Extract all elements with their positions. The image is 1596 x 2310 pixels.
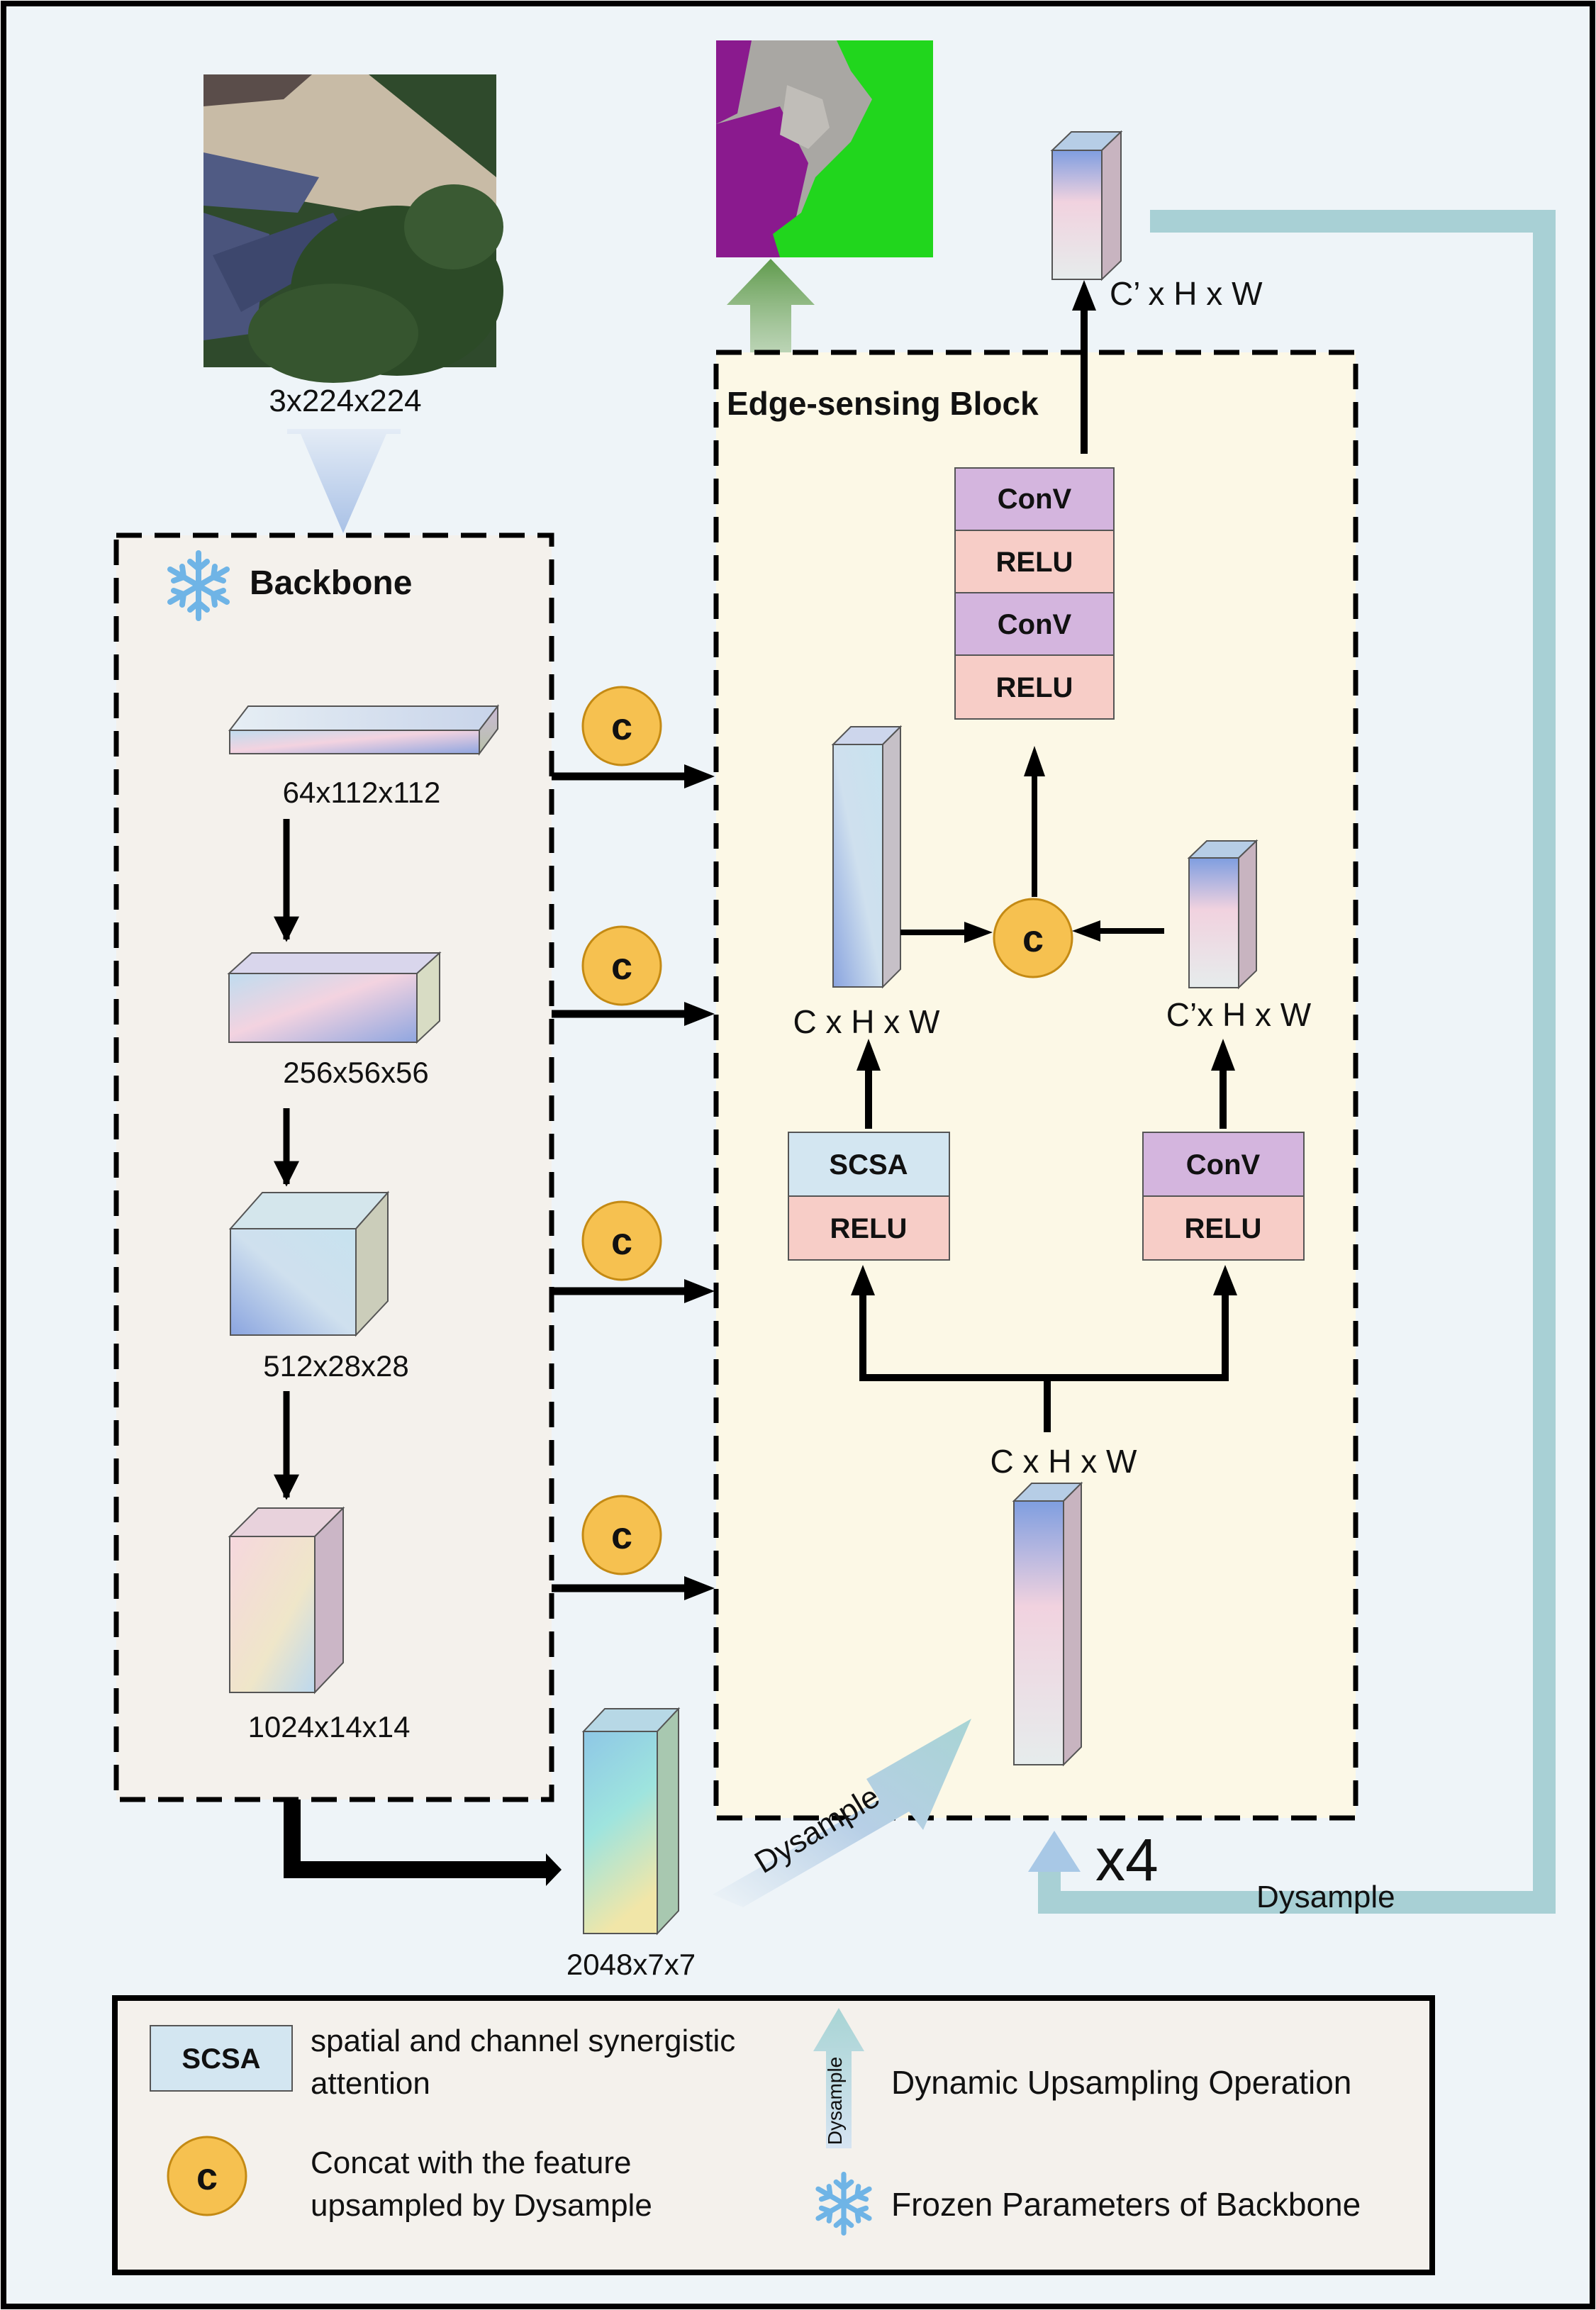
legend-box <box>112 1995 1435 2275</box>
input-image <box>203 74 503 383</box>
svg-text:c: c <box>611 1514 632 1557</box>
segmentation-output-image <box>716 40 933 257</box>
top-layer-conv-1: ConV <box>998 484 1072 515</box>
svg-text:c: c <box>611 945 632 988</box>
output-tensor <box>1050 130 1123 281</box>
legend-concat-desc-1: Concat with the feature <box>311 2146 631 2180</box>
svg-text:c: c <box>1022 917 1044 960</box>
right-branch-relu: RELU <box>1185 1213 1262 1244</box>
left-branch-stack <box>788 1132 950 1261</box>
output-shape-label: C’ x H x W <box>1110 275 1263 312</box>
concat-circle-2: c <box>581 925 662 1006</box>
concat-circle-3: c <box>581 1200 662 1281</box>
feature-block-stage3 <box>228 1190 390 1337</box>
feature-block-stage4 <box>228 1506 345 1695</box>
legend-scsa-swatch <box>150 2025 293 2092</box>
legend-dysample-arrow-label: Dysample <box>824 2057 846 2145</box>
backbone-title: Backbone <box>250 564 412 602</box>
top-layer-conv-2: ConV <box>998 609 1072 640</box>
right-branch-stack <box>1142 1132 1305 1261</box>
feature-block-stage1 <box>228 704 500 757</box>
final-feature-block <box>581 1707 681 1936</box>
stage4-shape-label: 1024x14x14 <box>248 1710 411 1743</box>
concat-circle-4: c <box>581 1495 662 1575</box>
fork-right <box>1047 1292 1229 1381</box>
legend-concat-icon: c <box>167 2136 247 2216</box>
right-tensor-shape-label: C’x H x W <box>1166 996 1312 1033</box>
skip-connection-arrows <box>552 772 691 1592</box>
repeat-count-label: x4 <box>1095 1826 1159 1893</box>
input-arrow <box>287 429 401 533</box>
legend-concat-desc-2: upsampled by Dysample <box>311 2188 652 2223</box>
left-branch-scsa: SCSA <box>829 1149 908 1181</box>
bottom-tensor <box>1012 1481 1083 1767</box>
legend-dysample-desc: Dynamic Upsampling Operation <box>891 2064 1351 2101</box>
right-branch-conv: ConV <box>1186 1149 1261 1181</box>
backbone-output-arrow <box>284 1800 546 1878</box>
final-feature-shape-label: 2048x7x7 <box>567 1948 696 1981</box>
stage2-shape-label: 256x56x56 <box>283 1056 429 1089</box>
stage1-shape-label: 64x112x112 <box>283 776 441 809</box>
right-tensor <box>1187 839 1259 990</box>
feature-block-stage2 <box>227 951 442 1044</box>
center-concat-circle: c <box>993 898 1073 978</box>
legend-scsa-desc-2: attention <box>311 2066 430 2101</box>
dysample-arrow <box>713 1719 971 1907</box>
svg-text:c: c <box>611 705 632 748</box>
legend-frozen-desc: Frozen Parameters of Backbone <box>891 2186 1361 2223</box>
fork-left <box>859 1292 1051 1432</box>
concat-circle-1: c <box>581 686 662 766</box>
svg-text:c: c <box>196 2155 218 2198</box>
top-layer-relu-2: RELU <box>996 672 1073 703</box>
loop-dysample-label: Dysample <box>1256 1880 1395 1914</box>
edge-block-title: Edge-sensing Block <box>727 385 1039 422</box>
svg-text:c: c <box>611 1220 632 1263</box>
left-tensor <box>831 725 903 989</box>
legend-scsa-desc-1: spatial and channel synergistic <box>311 2024 735 2058</box>
left-branch-relu: RELU <box>830 1213 908 1244</box>
bottom-tensor-shape-label: C x H x W <box>990 1443 1138 1480</box>
legend-scsa-label: SCSA <box>182 2043 260 2075</box>
legend-dysample-arrow <box>813 2008 864 2148</box>
left-tensor-shape-label: C x H x W <box>793 1003 941 1040</box>
stage3-shape-label: 512x28x28 <box>263 1349 409 1383</box>
input-shape-label: 3x224x224 <box>269 384 421 418</box>
feedback-loop-path <box>1038 210 1556 1914</box>
top-layer-relu-1: RELU <box>996 547 1073 578</box>
top-layer-stack <box>954 467 1115 720</box>
